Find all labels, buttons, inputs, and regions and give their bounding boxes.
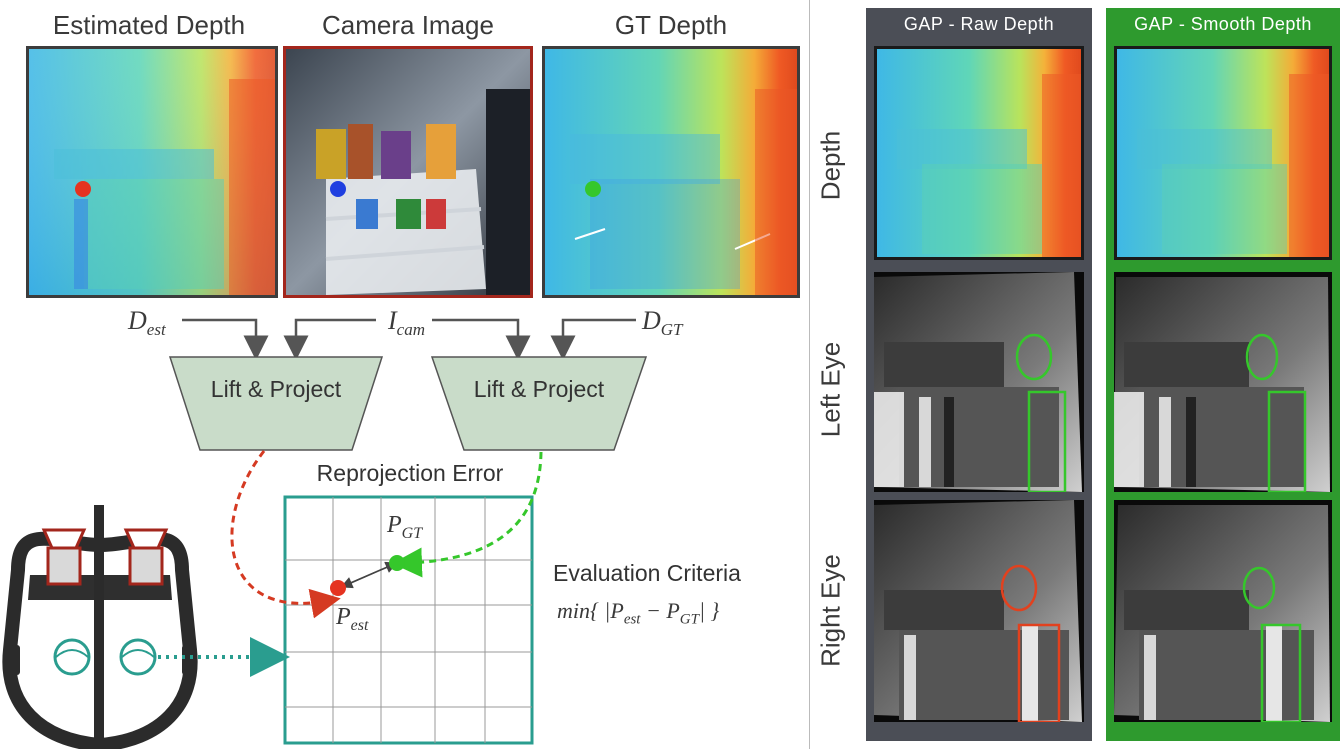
row-label-depth: Depth	[815, 130, 846, 201]
gt-depth-title: GT Depth	[614, 10, 728, 40]
raw-right-eye-image	[874, 500, 1084, 722]
pipeline-diagram	[2, 181, 648, 749]
reprojection-grid	[283, 495, 534, 745]
estimated-depth-title: Estimated Depth	[52, 10, 246, 40]
row-label-left-eye: Left Eye	[815, 341, 846, 438]
smooth-depth-image	[1114, 46, 1332, 260]
p-gt-dot	[389, 555, 405, 571]
lift-project-right-box	[430, 356, 648, 451]
d-gt-label: DGT	[642, 306, 683, 340]
evaluation-formula: min{ |Pest − PGT| }	[557, 598, 720, 628]
d-est-label: Dest	[128, 306, 166, 340]
lift-project-right-label: Lift & Project	[473, 376, 605, 402]
evaluation-criteria-title: Evaluation Criteria	[553, 560, 741, 586]
raw-depth-header: GAP - Raw Depth	[903, 14, 1055, 34]
estimated-depth-image	[26, 46, 278, 298]
i-cam-label: Icam	[388, 306, 425, 340]
gt-depth-image	[542, 46, 800, 298]
p-est-dot	[330, 580, 346, 596]
smooth-right-eye-image	[1114, 500, 1332, 722]
lift-project-left-label: Lift & Project	[210, 376, 342, 402]
d-gt-arrow	[550, 318, 636, 361]
smooth-left-eye-image	[1114, 272, 1332, 492]
green-dashed-curve	[392, 451, 543, 578]
camera-image-title: Camera Image	[322, 10, 494, 40]
smooth-depth-header: GAP - Smooth Depth	[1134, 14, 1312, 34]
i-cam-right-arrow	[432, 318, 531, 361]
i-cam-left-arrow	[283, 318, 376, 361]
raw-depth-image	[874, 46, 1084, 260]
raw-left-eye-image	[874, 272, 1084, 492]
gt-point-dot	[585, 181, 601, 197]
d-est-arrow	[182, 318, 269, 361]
section-divider	[809, 0, 810, 749]
estimated-point-dot	[75, 181, 91, 197]
reprojection-error-title: Reprojection Error	[316, 460, 504, 486]
camera-image	[283, 46, 533, 298]
p-gt-label: PGT	[387, 512, 423, 542]
row-label-right-eye: Right Eye	[815, 554, 846, 667]
vr-headset-illustration	[2, 505, 198, 749]
lift-project-left-box	[168, 356, 384, 451]
camera-point-dot	[330, 181, 346, 197]
p-est-label: Pest	[336, 604, 369, 634]
